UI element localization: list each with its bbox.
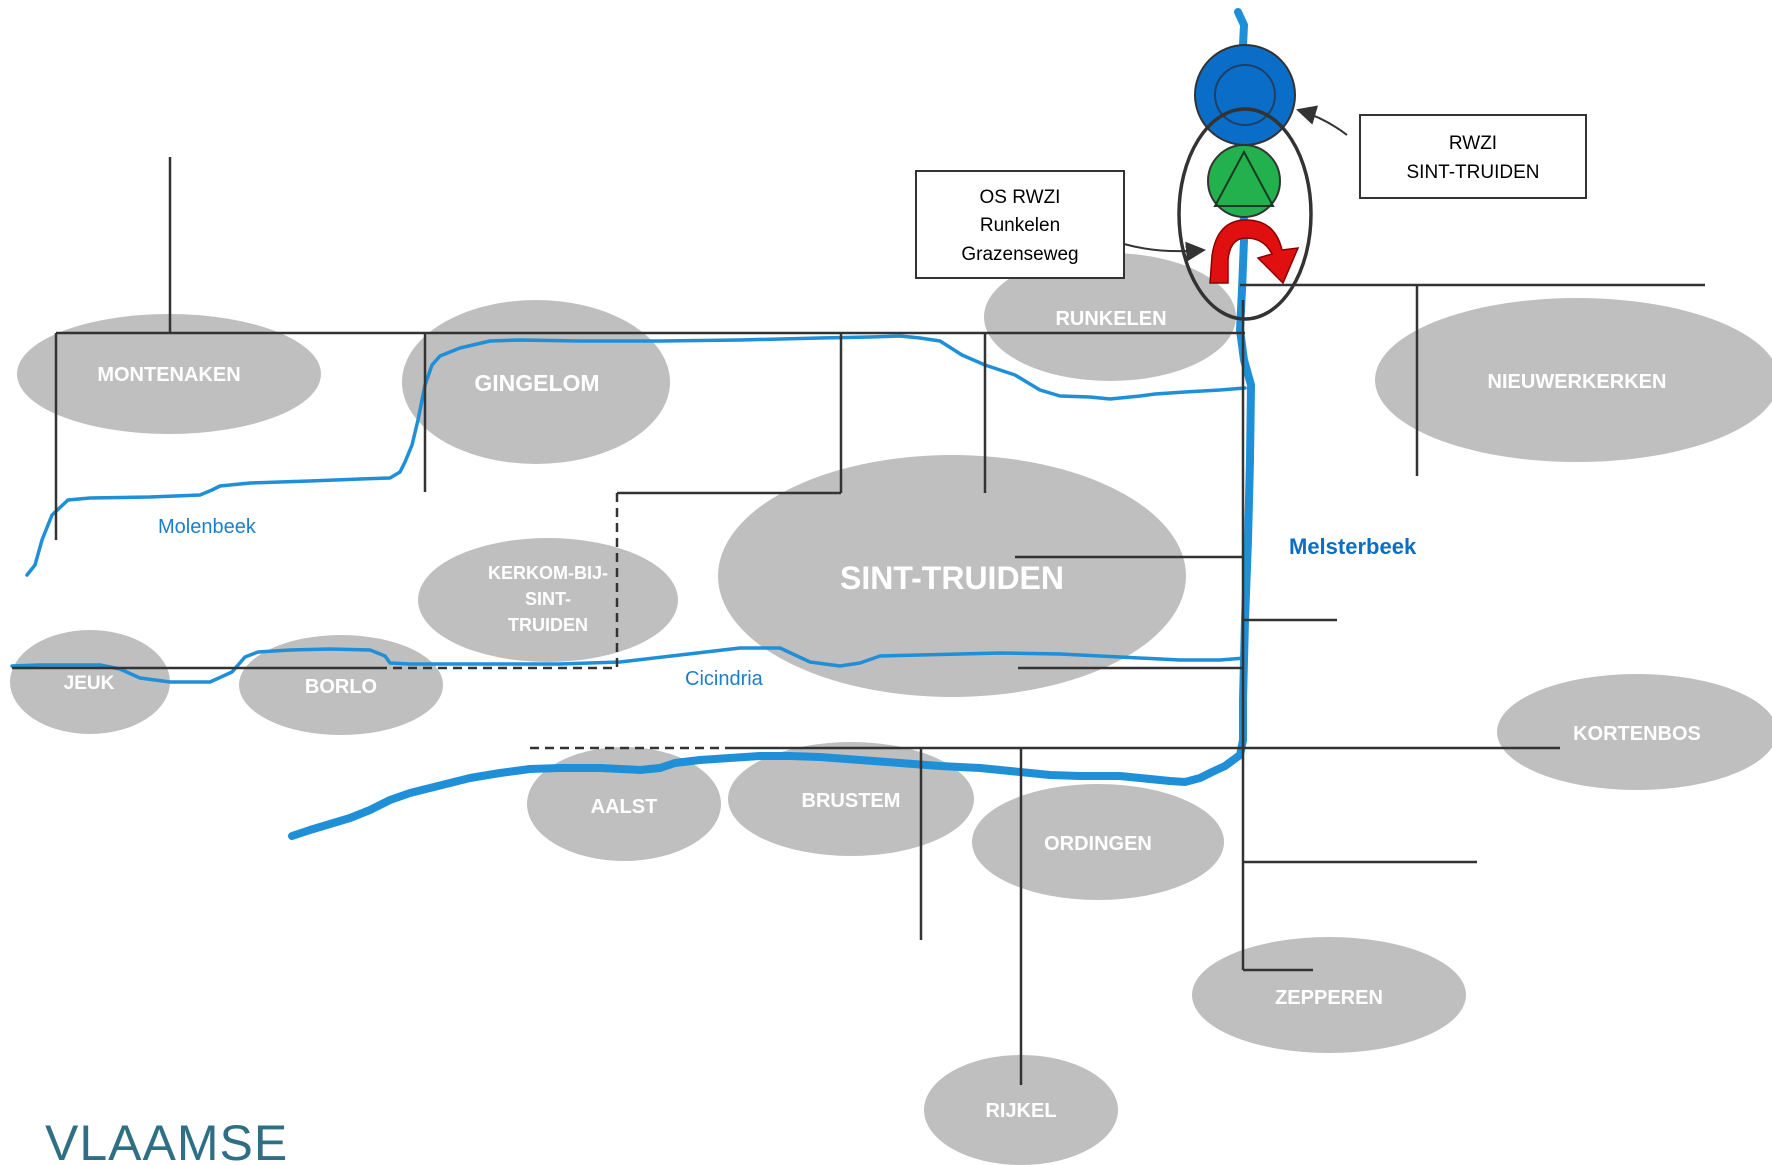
pump-station-icon [1207, 144, 1281, 218]
river-label-cicindria: Cicindria [685, 668, 764, 690]
callout-os-line-1: OS RWZI [980, 187, 1061, 208]
river-label-melsterbeek: Melsterbeek [1289, 534, 1417, 559]
treatment-infrastructure [1177, 44, 1313, 321]
town-areas [10, 253, 1772, 1165]
town-label-montenaken: MONTENAKEN [97, 364, 240, 386]
town-area-aalst [527, 747, 721, 861]
pump-triangle-icon [1213, 149, 1275, 207]
town-label-runkelen: RUNKELEN [1055, 308, 1166, 330]
cicindria-river [10, 646, 1247, 684]
town-area-kortenbos [1497, 674, 1772, 790]
callout-rwzi-line-1: RWZI [1449, 133, 1497, 154]
town-area-rijkel [924, 1055, 1118, 1165]
town-area-zepperen [1192, 937, 1466, 1053]
town-label-kerkom-2: SINT- [525, 589, 571, 609]
callout-rwzi: RWZI SINT-TRUIDEN [1296, 105, 1587, 199]
town-area-nieuwerkerken [1375, 298, 1772, 462]
town-label-kerkom-3: TRUIDEN [508, 615, 588, 635]
callout-os-rwzi: OS RWZI Runkelen Grazenseweg [915, 170, 1206, 279]
town-label-kerkom-1: KERKOM-BIJ- [488, 563, 608, 583]
town-label-sint-truiden: SINT-TRUIDEN [840, 560, 1064, 596]
town-area-runkelen [984, 253, 1236, 381]
town-label-zepperen: ZEPPEREN [1275, 987, 1383, 1009]
sewer-network [12, 157, 1705, 1085]
callout-os-line-3: Grazenseweg [961, 244, 1078, 265]
callout-rwzi-arrow [1296, 105, 1348, 136]
town-label-kortenbos: KORTENBOS [1573, 723, 1701, 745]
town-area-sint-truiden [718, 455, 1186, 697]
town-label-brustem: BRUSTEM [802, 790, 901, 812]
town-area-kerkom [418, 538, 678, 662]
callout-os-box [915, 170, 1125, 279]
callout-os-arrow [1123, 241, 1206, 262]
rivers [10, 8, 1255, 840]
overflow-highlight-ring [1177, 107, 1313, 321]
town-label-rijkel: RIJKEL [985, 1100, 1056, 1122]
town-label-aalst: AALST [591, 796, 658, 818]
river-label-molenbeek: Molenbeek [158, 516, 257, 538]
rwzi-inner-ring [1214, 64, 1276, 126]
town-area-jeuk [10, 630, 170, 734]
overflow-arrow-icon [1209, 219, 1300, 285]
town-area-brustem [728, 742, 974, 856]
town-labels: MONTENAKEN GINGELOM RUNKELEN NIEUWERKERK… [64, 308, 1701, 1122]
molenbeek-river [25, 334, 1247, 577]
town-label-jeuk: JEUK [64, 673, 115, 694]
melsterbeek-river [288, 8, 1255, 840]
town-label-nieuwerkerken: NIEUWERKERKEN [1488, 371, 1667, 393]
logo-text: VLAAMSE [45, 1115, 288, 1165]
rwzi-icon [1194, 44, 1296, 146]
town-label-borlo: BORLO [305, 676, 377, 698]
town-label-gingelom: GINGELOM [474, 370, 599, 396]
river-labels: Molenbeek Melsterbeek Cicindria [158, 516, 1417, 690]
town-area-montenaken [17, 314, 321, 434]
callout-rwzi-box [1359, 114, 1587, 199]
town-label-ordingen: ORDINGEN [1044, 833, 1152, 855]
callout-os-line-2: Runkelen [980, 215, 1060, 236]
callout-rwzi-line-2: SINT-TRUIDEN [1407, 162, 1540, 183]
town-area-ordingen [972, 784, 1224, 900]
town-area-borlo [239, 635, 443, 735]
